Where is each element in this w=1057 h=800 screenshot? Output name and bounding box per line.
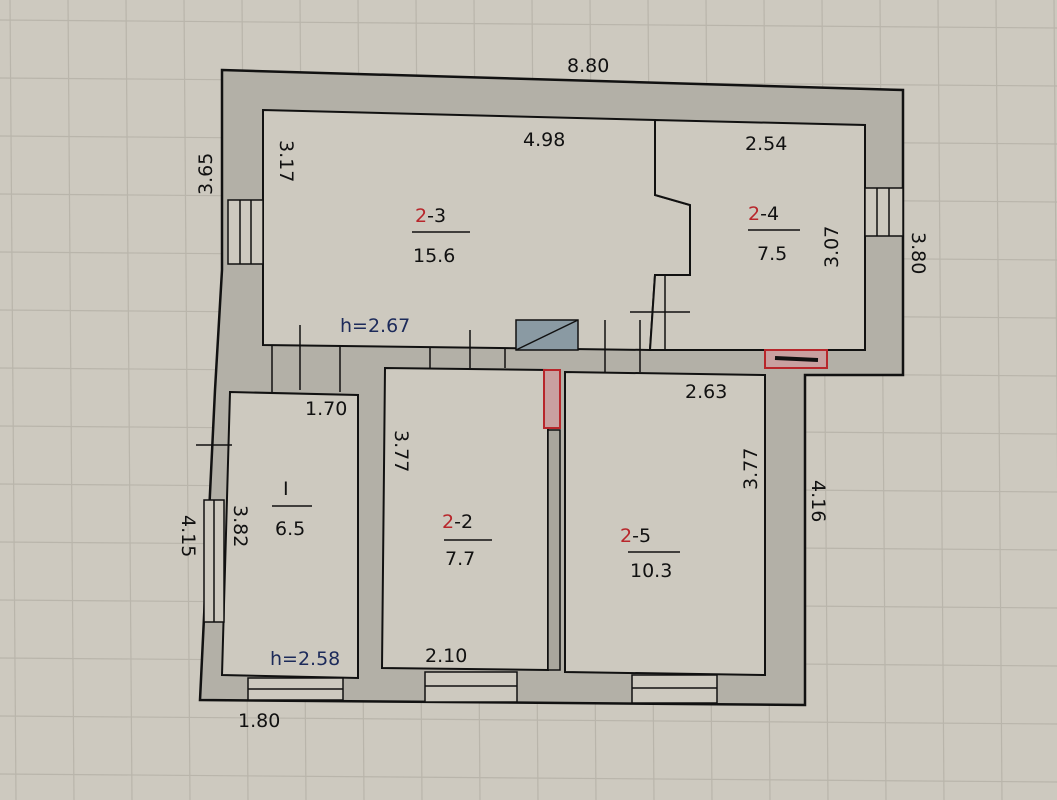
room-area: 10.3 <box>630 560 672 582</box>
dim-room-2-5-width: 2.63 <box>685 381 727 403</box>
floor-number: 2 <box>748 203 760 225</box>
room-label-2-4: 2-4 7.5 <box>748 203 800 265</box>
room-label-2-3: 2-3 15.6 <box>412 205 470 267</box>
room-area: 15.6 <box>413 245 455 267</box>
chimney-red <box>543 369 561 429</box>
room-label-2-5: 2-5 10.3 <box>620 525 680 582</box>
room-2-5-floor <box>564 370 766 677</box>
room-number: -3 <box>427 205 446 227</box>
grid-line <box>183 0 191 800</box>
dim-room-2-4-width: 2.54 <box>745 133 787 155</box>
grid-line <box>67 0 75 800</box>
windows <box>203 187 904 704</box>
room-label-I: I 6.5 <box>272 478 312 540</box>
door-marks <box>196 275 690 446</box>
svg-text:2-5: 2-5 <box>620 525 651 547</box>
grid-line <box>0 19 1057 29</box>
grid-line <box>937 0 945 800</box>
room-label-2-2: 2-2 7.7 <box>442 511 492 570</box>
grid-line <box>0 715 1057 725</box>
room-number: -4 <box>760 203 779 225</box>
ceiling-height-main: h=2.67 <box>340 315 410 337</box>
dim-room-2-5-depth: 3.77 <box>740 448 762 490</box>
grid-line <box>995 0 1003 800</box>
dim-room-2-3-width: 4.98 <box>523 129 565 151</box>
dim-left-lower-height: 4.15 <box>177 515 199 557</box>
partition-wall <box>547 429 561 671</box>
dim-bottom-left-width: 1.80 <box>238 710 280 732</box>
grid-line <box>0 773 1057 783</box>
ceiling-height-I: h=2.58 <box>270 648 340 670</box>
room-2-3-floor <box>262 108 691 352</box>
dim-room-I-width: 1.70 <box>305 398 347 420</box>
dim-room-2-4-depth: 3.07 <box>821 226 843 268</box>
floor-number: 2 <box>442 511 454 533</box>
dim-overall-width: 8.80 <box>567 55 609 77</box>
svg-text:2-2: 2-2 <box>442 511 473 533</box>
room-number: I <box>283 478 289 500</box>
floor-number: 2 <box>415 205 427 227</box>
dim-top-left-height: 3.65 <box>195 153 217 195</box>
dim-room-I-depth: 3.82 <box>229 505 251 547</box>
room-area: 6.5 <box>275 518 305 540</box>
floor-number: 2 <box>620 525 632 547</box>
dim-room-2-2-width: 2.10 <box>425 645 467 667</box>
grid-line <box>9 0 17 800</box>
grid-line <box>125 0 133 800</box>
room-number: -5 <box>632 525 651 547</box>
grid-line <box>1053 0 1057 481</box>
svg-text:2-4: 2-4 <box>748 203 779 225</box>
room-number: -2 <box>454 511 473 533</box>
svg-text:2-3: 2-3 <box>415 205 446 227</box>
room-area: 7.5 <box>757 243 787 265</box>
dim-room-2-2-depth: 3.77 <box>390 430 412 472</box>
dim-right-height: 3.80 <box>907 232 929 274</box>
dim-room-2-3-depth: 3.17 <box>275 140 297 182</box>
room-area: 7.7 <box>445 548 475 570</box>
dim-right-lower-height: 4.16 <box>807 480 829 522</box>
